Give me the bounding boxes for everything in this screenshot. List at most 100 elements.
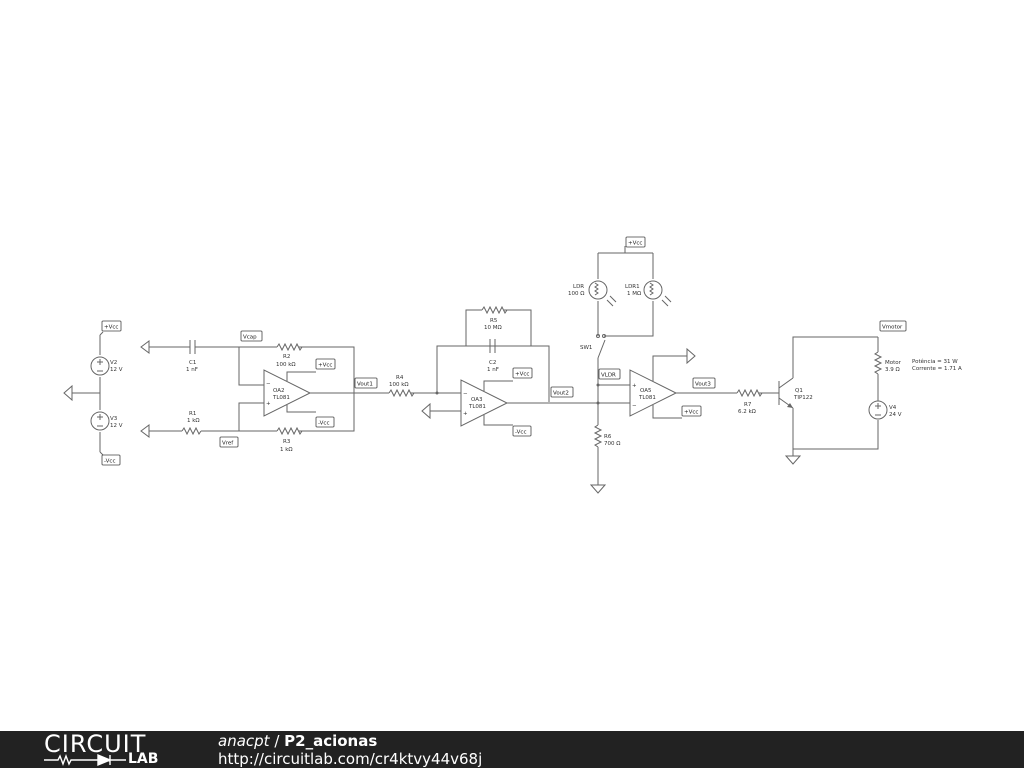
resistor-r4: R4 100 kΩ <box>388 375 415 398</box>
svg-text:Vout2: Vout2 <box>553 391 569 397</box>
svg-text:Vmotor: Vmotor <box>882 325 903 331</box>
voltage-source-v4: V4 24 V <box>868 400 902 420</box>
svg-text:-Vcc: -Vcc <box>318 421 329 427</box>
switch-sw1: SW1 <box>580 334 606 359</box>
circuitlab-logo-text: CIRCUIT <box>44 730 147 758</box>
resistor-r5: R5 10 MΩ <box>481 305 508 331</box>
svg-text:Vout1: Vout1 <box>357 382 373 388</box>
transistor-q1: Q1 TIP122 <box>778 377 813 409</box>
net-tag-vout2: Vout2 <box>550 386 574 398</box>
c2-ref-label: C2 <box>489 360 496 366</box>
r2-value-label: 100 kΩ <box>276 362 296 368</box>
r3-ref-label: R3 <box>283 439 291 445</box>
svg-text:+Vcc: +Vcc <box>104 325 118 331</box>
net-tag-neg-vcc-supply: -Vcc <box>101 454 121 466</box>
q1-ref-label: Q1 <box>795 388 803 394</box>
oa3-part-label: TL081 <box>468 404 486 410</box>
v3-ref-label: V3 <box>110 416 118 422</box>
power-supply-section: V2 12 V V3 12 V +Vcc -Vcc <box>63 320 123 466</box>
net-tag-vldr: VLDR <box>598 368 621 380</box>
r2-ref-label: R2 <box>283 354 290 360</box>
oa2-ref-label: OA2 <box>273 388 285 394</box>
ground-symbol <box>63 384 73 402</box>
v4-ref-label: V4 <box>889 405 897 411</box>
ldr-ref-label: LDR <box>573 284 584 290</box>
footer-bar: CIRCUIT LAB anacpt / P2_acionas http://c… <box>0 731 1024 768</box>
resistor-r7: R7 6.2 kΩ <box>736 388 763 415</box>
net-tag-neg-vcc-oa2: -Vcc <box>315 416 335 428</box>
oa2-part-label: TL081 <box>272 395 290 401</box>
ldr1-1meg: LDR1 1 MΩ <box>625 280 672 307</box>
resistor-r2: R2 100 kΩ <box>276 342 303 368</box>
svg-text:+Vcc: +Vcc <box>318 363 332 369</box>
circuit-title-line: anacpt / P2_acionas <box>218 732 377 750</box>
svg-text:+: + <box>266 401 271 407</box>
svg-text:+Vcc: +Vcc <box>628 241 642 247</box>
ldr1-value-label: 1 MΩ <box>627 291 641 297</box>
net-tag-vout1: Vout1 <box>354 377 378 389</box>
oa3-ref-label: OA3 <box>471 397 483 403</box>
circuit-name-link[interactable]: P2_acionas <box>284 732 378 750</box>
c1-ref-label: C1 <box>189 360 196 366</box>
svg-text:+Vcc: +Vcc <box>515 372 529 378</box>
oa5-ref-label: OA5 <box>640 388 652 394</box>
svg-text:Vcap: Vcap <box>243 335 257 341</box>
power-annotation: Potência = 31 W <box>912 358 958 365</box>
net-tag-vcap: Vcap <box>240 330 263 342</box>
svg-text:VLDR: VLDR <box>601 373 616 379</box>
schematic-canvas: V2 12 V V3 12 V +Vcc -Vcc C1 1 nF <box>63 236 962 494</box>
r6-ref-label: R6 <box>604 434 612 440</box>
net-tag-vmotor: Vmotor <box>879 320 907 332</box>
svg-text:−: − <box>632 403 637 409</box>
v3-value-label: 12 V <box>110 423 123 429</box>
net-tag-vcc-supply: +Vcc <box>101 320 122 332</box>
title-separator: / <box>269 732 285 750</box>
ground-symbol-q1 <box>784 455 802 465</box>
ground-symbol-oa3 <box>421 402 431 420</box>
c1-value-label: 1 nF <box>186 367 198 373</box>
svg-text:−: − <box>463 391 468 397</box>
opamp-oa3: − + OA3 TL081 <box>460 379 513 427</box>
v2-ref-label: V2 <box>110 360 117 366</box>
r5-ref-label: R5 <box>490 318 498 324</box>
opamp-oa2: − + OA2 TL081 <box>263 369 316 417</box>
motor-ref-label: Motor <box>885 360 902 366</box>
ground-symbol-oa5 <box>686 347 696 365</box>
r4-value-label: 100 kΩ <box>389 382 409 388</box>
svg-text:Vout3: Vout3 <box>695 382 711 388</box>
r3-value-label: 1 kΩ <box>280 447 293 453</box>
net-tag-vcc-oa3: +Vcc <box>512 367 533 379</box>
svg-text:−: − <box>266 381 271 387</box>
svg-text:+: + <box>632 383 637 389</box>
resistor-r6: R6 700 Ω <box>593 424 620 448</box>
ldr1-ref-label: LDR1 <box>625 284 640 290</box>
net-tag-vcc-oa5: +Vcc <box>681 405 702 417</box>
circuit-owner-link[interactable]: anacpt <box>218 732 270 750</box>
r1-value-label: 1 kΩ <box>187 418 200 424</box>
net-tag-vout3: Vout3 <box>692 377 716 389</box>
svg-text:Vref: Vref <box>222 441 234 447</box>
voltage-source-v3: V3 12 V <box>90 411 123 431</box>
net-tag-vcc-ldr: +Vcc <box>625 236 646 248</box>
opamp-oa5: + − OA5 TL081 <box>629 355 687 419</box>
ldr-value-label: 100 Ω <box>568 291 584 297</box>
net-tag-neg-vcc-oa3: -Vcc <box>512 425 532 437</box>
circuit-url-link[interactable]: http://circuitlab.com/cr4ktvy44v68j <box>218 750 483 768</box>
resistor-motor: Motor 3.9 Ω <box>873 351 902 375</box>
svg-text:+Vcc: +Vcc <box>684 410 698 416</box>
capacitor-c2: C2 1 nF <box>487 339 499 373</box>
oa5-part-label: TL081 <box>638 395 656 401</box>
stage-oa5: LDR 100 Ω LDR1 1 MΩ SW1 R6 700 Ω <box>568 236 737 494</box>
v4-value-label: 24 V <box>889 412 902 418</box>
svg-text:+: + <box>463 411 468 417</box>
r7-value-label: 6.2 kΩ <box>738 409 756 415</box>
current-annotation: Corrente = 1.71 A <box>912 366 962 372</box>
stage-oa3: R4 100 kΩ R5 10 MΩ C2 1 nF − + OA3 <box>354 305 598 437</box>
q1-part-label: TIP122 <box>793 395 813 401</box>
r1-ref-label: R1 <box>189 411 196 417</box>
stage-oa2: C1 1 nF R1 1 kΩ R2 100 kΩ R3 1 kΩ <box>140 330 378 453</box>
r5-value-label: 10 MΩ <box>484 325 502 331</box>
voltage-source-v2: V2 12 V <box>90 356 123 376</box>
resistor-r3: R3 1 kΩ <box>276 426 303 453</box>
capacitor-c1: C1 1 nF <box>186 340 198 373</box>
